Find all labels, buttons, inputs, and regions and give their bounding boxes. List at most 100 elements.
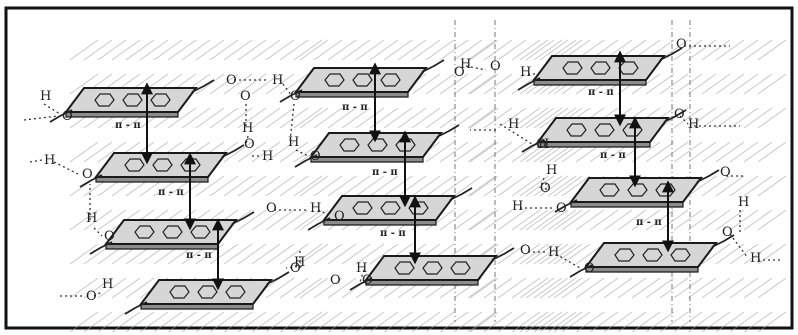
pi-stack-label: π - π [600, 150, 626, 161]
hatch-stroke [468, 210, 496, 230]
hydrogen-atom-label: H [310, 201, 321, 216]
oxygen-atom-label: O [490, 59, 501, 74]
hatch-stroke [252, 40, 280, 60]
hatch-stroke [140, 40, 168, 60]
pi-stack-label: π - π [158, 187, 184, 198]
hatch-stroke [70, 142, 98, 162]
hatch-stroke [702, 40, 730, 60]
hatch-stroke [758, 74, 786, 94]
hatch-stroke [266, 108, 294, 128]
hatch-stroke [440, 108, 468, 128]
plate-face [538, 118, 668, 142]
hatch-stroke [674, 74, 702, 94]
hatch-stroke [470, 74, 498, 94]
hatch-stroke [440, 142, 468, 162]
hatch-stroke [342, 176, 370, 196]
right-linker [450, 188, 472, 200]
hatch-stroke [182, 40, 210, 60]
hatch-stroke [618, 278, 646, 298]
hatch-stroke [758, 108, 786, 128]
hatch-stroke [384, 40, 412, 60]
hatch-stroke [758, 142, 786, 162]
hydrogen-atom-label: H [40, 89, 51, 104]
hatch-stroke [468, 176, 496, 196]
hydrogen-bond [44, 104, 60, 114]
hatch-stroke [224, 176, 252, 196]
hydrogen-atom-label: H [288, 135, 299, 150]
hatch-stroke [384, 108, 412, 128]
hatch-stroke [112, 278, 140, 298]
hatch-stroke [730, 108, 758, 128]
hatch-stroke [744, 142, 772, 162]
hatch-stroke [526, 210, 554, 230]
hatch-stroke [426, 108, 454, 128]
molecule-plate [280, 60, 444, 102]
right-linker [192, 80, 214, 92]
hydrogen-bond [54, 162, 78, 174]
hatch-stroke [356, 176, 384, 196]
hatch-stroke [498, 176, 526, 196]
hydrogen-atom-label: H [738, 195, 749, 210]
hatch-stroke [398, 176, 426, 196]
hatch-stroke [744, 210, 772, 230]
hatch-stroke [470, 40, 498, 60]
oxygen-atom-label: O [290, 89, 301, 104]
oxygen-atom-label: O [244, 137, 255, 152]
hatch-stroke [384, 176, 412, 196]
hatch-stroke [590, 278, 618, 298]
oxygen-atom-label: O [556, 201, 567, 216]
oxygen-atom-label: O [62, 109, 73, 124]
oxygen-atom-label: O [86, 289, 97, 304]
oxygen-atom-label: O [536, 137, 547, 152]
hatch-stroke [758, 210, 786, 230]
hatch-stroke [224, 244, 252, 264]
hydrogen-bond [730, 234, 748, 258]
hydrogen-atom-label: H [262, 149, 273, 164]
hatch-stroke [470, 142, 498, 162]
hatch-stroke [426, 40, 454, 60]
molecule-plate [308, 188, 472, 230]
oxygen-atom-label: O [330, 273, 341, 288]
hatch-stroke [498, 278, 526, 298]
oxygen-atom-label: O [454, 65, 465, 80]
hatch-stroke [688, 40, 716, 60]
hatch-stroke [498, 40, 526, 60]
hatch-stroke [632, 278, 660, 298]
hatch-stroke [702, 74, 730, 94]
hatch-stroke [562, 278, 590, 298]
hatch-stroke [154, 40, 182, 60]
molecule-plate [125, 272, 289, 314]
hatch-stroke [328, 40, 356, 60]
hatch-stroke [266, 176, 294, 196]
hydrogen-atom-label: H [86, 211, 97, 226]
hatch-stroke [758, 176, 786, 196]
hatch-stroke [498, 142, 526, 162]
hatch-stroke [470, 210, 498, 230]
hatch-stroke [512, 40, 540, 60]
hatch-stroke [126, 40, 154, 60]
hatch-stroke [252, 176, 280, 196]
hatch-stroke [84, 142, 112, 162]
hatch-stroke [674, 278, 702, 298]
hydrogen-atom-label: H [688, 117, 699, 132]
hatch-stroke [758, 244, 786, 264]
hatch-stroke [758, 40, 786, 60]
hatch-stroke [716, 40, 744, 60]
hatch-stroke [468, 108, 496, 128]
hatch-stroke [210, 176, 238, 196]
hatch-stroke [356, 40, 384, 60]
oxygen-atom-label: O [226, 73, 237, 88]
hatch-stroke [398, 40, 426, 60]
oxygen-atom-label: O [310, 149, 321, 164]
plate-face [366, 256, 496, 280]
hatch-stroke [590, 210, 618, 230]
pi-stack-label: π - π [636, 217, 662, 228]
hatch-stroke [468, 142, 496, 162]
oxygen-atom-label: O [540, 181, 551, 196]
hatch-stroke [716, 74, 744, 94]
hatch-stroke [252, 244, 280, 264]
hatch-stroke [196, 74, 224, 94]
right-linker [437, 125, 459, 137]
hatch-stroke [266, 40, 294, 60]
oxygen-atom-label: O [82, 167, 93, 182]
